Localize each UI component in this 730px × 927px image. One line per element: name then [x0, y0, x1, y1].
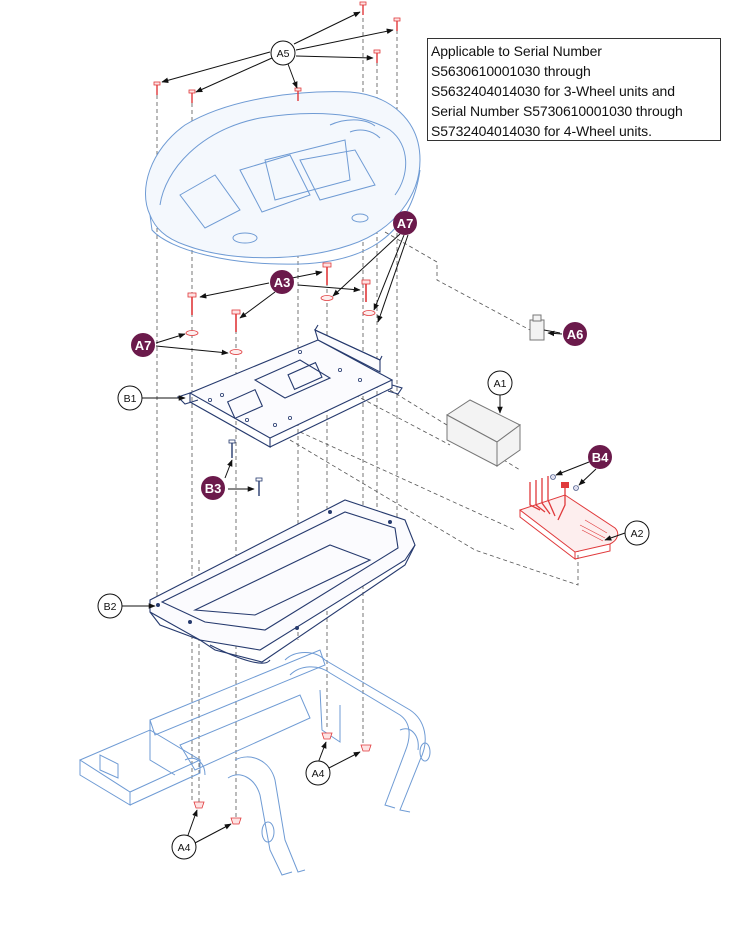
leaders-b4 [555, 461, 597, 486]
leaders-misc [122, 330, 626, 609]
svg-text:A7: A7 [135, 338, 152, 353]
leaders-a5 [161, 11, 394, 93]
svg-text:B2: B2 [104, 601, 117, 613]
leaders-a7-left [155, 333, 229, 356]
leaders-a4 [186, 741, 361, 845]
svg-text:A6: A6 [567, 327, 584, 342]
callout-a4-bottom: A4 [171, 834, 197, 860]
svg-text:A7: A7 [397, 216, 414, 231]
callout-a7-top: A7 [393, 211, 417, 235]
callout-b2: B2 [97, 593, 123, 619]
svg-text:A3: A3 [274, 275, 291, 290]
callout-b1: B1 [117, 385, 143, 411]
screws-b3 [224, 439, 263, 496]
callout-b3: B3 [201, 476, 225, 500]
note-line: Serial Number S5730610001030 through [431, 103, 683, 119]
nuts-a4 [193, 732, 372, 825]
note-line: S5632404014030 for 3-Wheel units and [431, 83, 675, 99]
svg-text:A1: A1 [494, 378, 507, 390]
svg-text:A4: A4 [178, 842, 191, 854]
note-line: S5732404014030 for 4-Wheel units. [431, 123, 652, 139]
callout-a3: A3 [270, 270, 294, 294]
callout-a1: A1 [487, 370, 513, 396]
mounting-plate-b1 [176, 324, 403, 448]
svg-text:A4: A4 [312, 768, 325, 780]
battery-tray-b2 [149, 499, 416, 664]
svg-text:B3: B3 [205, 481, 222, 496]
callout-b4: B4 [588, 445, 612, 469]
callout-a7-left: A7 [131, 333, 155, 357]
chassis-frame [78, 649, 431, 876]
serial-number-note: Applicable to Serial Number S56306100010… [427, 38, 721, 141]
battery-a1 [446, 399, 521, 467]
connector-a6 [529, 314, 561, 341]
svg-text:B4: B4 [592, 450, 609, 465]
bolts-a3 [187, 262, 371, 332]
callout-a6: A6 [563, 322, 587, 346]
svg-text:A2: A2 [631, 528, 644, 540]
leaders-a3 [199, 270, 361, 319]
callout-a2: A2 [624, 520, 650, 546]
note-line: Applicable to Serial Number [431, 43, 602, 59]
svg-text:B1: B1 [124, 393, 137, 405]
leaders-a7-top [332, 233, 409, 323]
svg-text:A5: A5 [277, 48, 290, 60]
charger-board-a2 [518, 474, 619, 561]
note-line: S5630610001030 through [431, 63, 591, 79]
rear-shroud [145, 91, 421, 265]
callout-a5: A5 [270, 40, 296, 66]
screws-a5 [153, 1, 401, 103]
callout-a4-right: A4 [305, 760, 331, 786]
washers-a7 [185, 295, 376, 355]
